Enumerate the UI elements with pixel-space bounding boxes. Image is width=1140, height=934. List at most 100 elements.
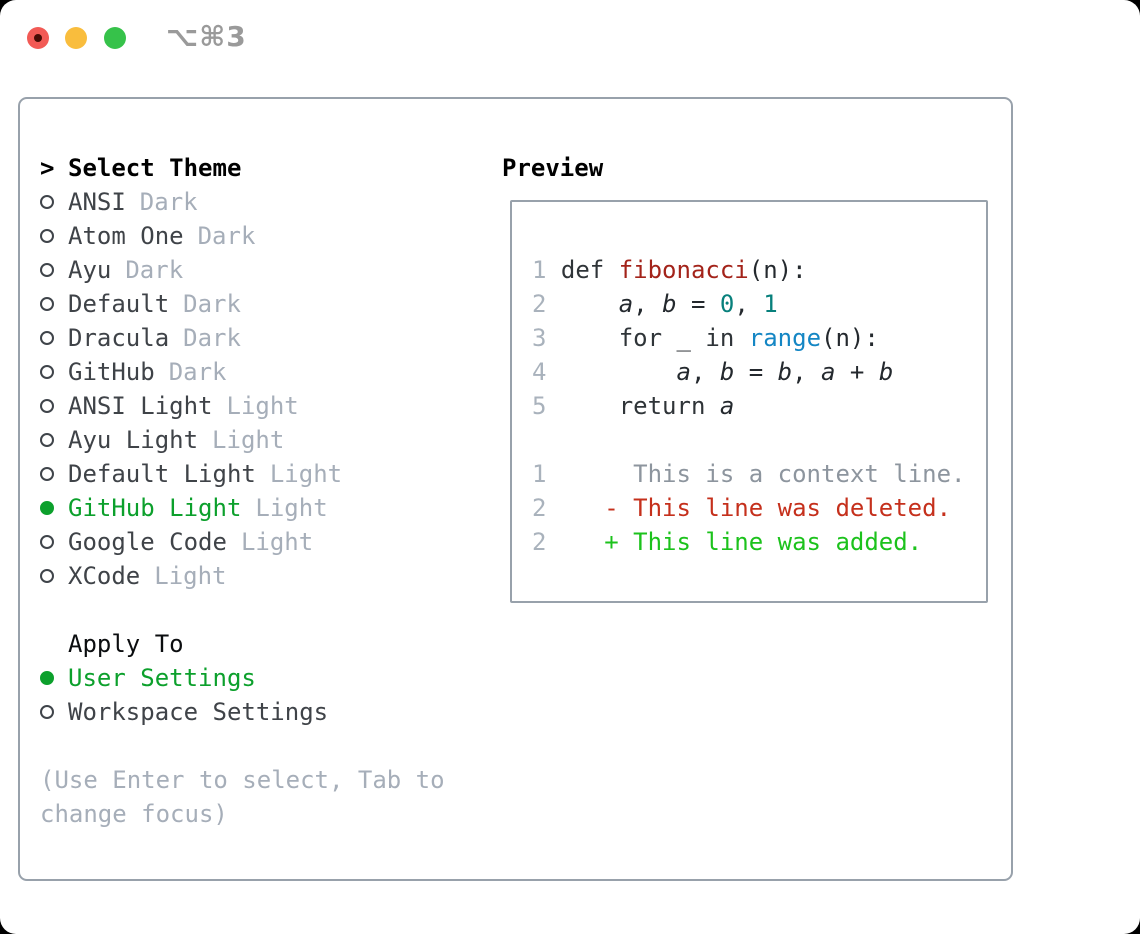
code-segment: , (792, 358, 822, 386)
theme-variant: Light (154, 562, 227, 590)
code-line: 2 a, b = 0, 1 (532, 287, 986, 321)
code-segment: a (821, 358, 836, 386)
theme-option-google-code[interactable]: Google Code Light (40, 525, 342, 559)
code-line: 2 + This line was added. (532, 525, 986, 559)
code-line: 1 def fibonacci(n): (532, 253, 986, 287)
theme-option-xcode[interactable]: XCode Light (40, 559, 342, 593)
code-segment: def (560, 256, 619, 284)
code-segment: 1 (532, 460, 547, 488)
theme-name: Google Code (68, 528, 227, 556)
code-segment (546, 528, 604, 556)
code-segment (734, 324, 748, 352)
theme-name: Default (68, 290, 170, 318)
theme-name: GitHub Light (68, 494, 242, 522)
theme-variant: Dark (197, 222, 256, 250)
code-segment: 3 (532, 324, 561, 352)
code-segment: b (719, 358, 735, 386)
code-segment: a (676, 358, 691, 386)
theme-variant: Dark (139, 188, 198, 216)
spacer (40, 593, 342, 627)
theme-option-default-dark[interactable]: Default Dark (40, 287, 342, 321)
preview-title: Preview (502, 154, 604, 182)
theme-variant: Light (212, 426, 285, 454)
theme-option-default-light[interactable]: Default Light Light (40, 457, 342, 491)
theme-name: GitHub (68, 358, 155, 386)
radio-icon (40, 297, 68, 311)
radio-selected-icon (40, 501, 68, 515)
code-segment: , (734, 290, 764, 318)
code-segment: 0 (719, 290, 735, 318)
code-segment (561, 358, 677, 386)
apply-to-title: Apply To (68, 630, 184, 658)
close-button-icon[interactable] (27, 27, 49, 49)
radio-icon (40, 569, 68, 583)
code-segment: b (777, 358, 793, 386)
apply-to-header: Apply To (40, 627, 342, 661)
code-segment (546, 460, 633, 488)
code-segment: b (662, 290, 677, 318)
code-segment: 1 (532, 256, 561, 284)
theme-option-github-dark[interactable]: GitHub Dark (40, 355, 342, 389)
theme-variant: Light (240, 528, 314, 556)
code-segment (705, 392, 719, 420)
code-segment: + (835, 358, 879, 386)
theme-option-dracula-dark[interactable]: Dracula Dark (40, 321, 342, 355)
radio-icon (40, 535, 68, 549)
code-segment: _ (662, 324, 706, 352)
theme-variant: Light (255, 494, 328, 522)
radio-icon (40, 467, 68, 481)
code-segment: - This line was deleted. (604, 494, 952, 522)
apply-option-user-settings[interactable]: User Settings (40, 661, 342, 695)
radio-icon (40, 365, 68, 379)
theme-variant: Dark (183, 324, 241, 352)
apply-option-workspace-settings[interactable]: Workspace Settings (40, 695, 342, 729)
hint-line: (Use Enter to select, Tab to (40, 766, 445, 794)
radio-selected-icon (40, 671, 68, 685)
code-segment: return (618, 392, 706, 420)
code-segment: (n): (748, 256, 807, 284)
code-segment: 1 (763, 290, 778, 318)
code-line (532, 423, 986, 457)
theme-option-ansi-light[interactable]: ANSI Light Light (40, 389, 342, 423)
code-line: 3 for _ in range(n): (532, 321, 986, 355)
titlebar: ⌥⌘3 (0, 0, 1140, 97)
code-segment: 2 (532, 528, 547, 556)
theme-option-ayu-dark[interactable]: Ayu Dark (40, 253, 342, 287)
hint-line: change focus) (40, 800, 228, 828)
theme-name: Atom One (68, 222, 184, 250)
code-segment: = (734, 358, 778, 386)
code-segment (561, 290, 619, 318)
theme-name: XCode (68, 562, 141, 590)
theme-name: Default Light (68, 460, 256, 488)
theme-variant: Dark (168, 358, 227, 386)
code-segment: 2 (532, 494, 547, 522)
theme-option-ansi-dark[interactable]: ANSI Dark (40, 185, 342, 219)
theme-variant: Dark (183, 290, 241, 318)
theme-list: >Select Theme ANSI Dark Atom One Dark Ay… (40, 151, 342, 729)
theme-option-atom-one-dark[interactable]: Atom One Dark (40, 219, 342, 253)
code-segment: = (676, 290, 720, 318)
code-segment: b (878, 358, 894, 386)
theme-variant: Dark (125, 256, 184, 284)
theme-option-ayu-light[interactable]: Ayu Light Light (40, 423, 342, 457)
code-segment (561, 324, 619, 352)
code-segment (561, 392, 619, 420)
code-segment: , (633, 290, 663, 318)
code-segment: , (690, 358, 720, 386)
theme-picker-panel: >Select Theme ANSI Dark Atom One Dark Ay… (18, 97, 1013, 881)
apply-option-label: Workspace Settings (68, 698, 329, 726)
theme-option-github-light[interactable]: GitHub Light Light (40, 491, 342, 525)
code-segment: for (618, 324, 663, 352)
radio-icon (40, 195, 68, 209)
code-segment: a (719, 392, 735, 420)
code-segment (546, 494, 604, 522)
zoom-button-icon[interactable] (104, 27, 126, 49)
code-segment: (n): (821, 324, 879, 352)
minimize-button-icon[interactable] (65, 27, 87, 49)
code-line: 1 This is a context line. (532, 457, 986, 491)
radio-icon (40, 229, 68, 243)
theme-name: ANSI Light (68, 392, 213, 420)
usage-hint: (Use Enter to select, Tab to change focus… (40, 763, 445, 831)
